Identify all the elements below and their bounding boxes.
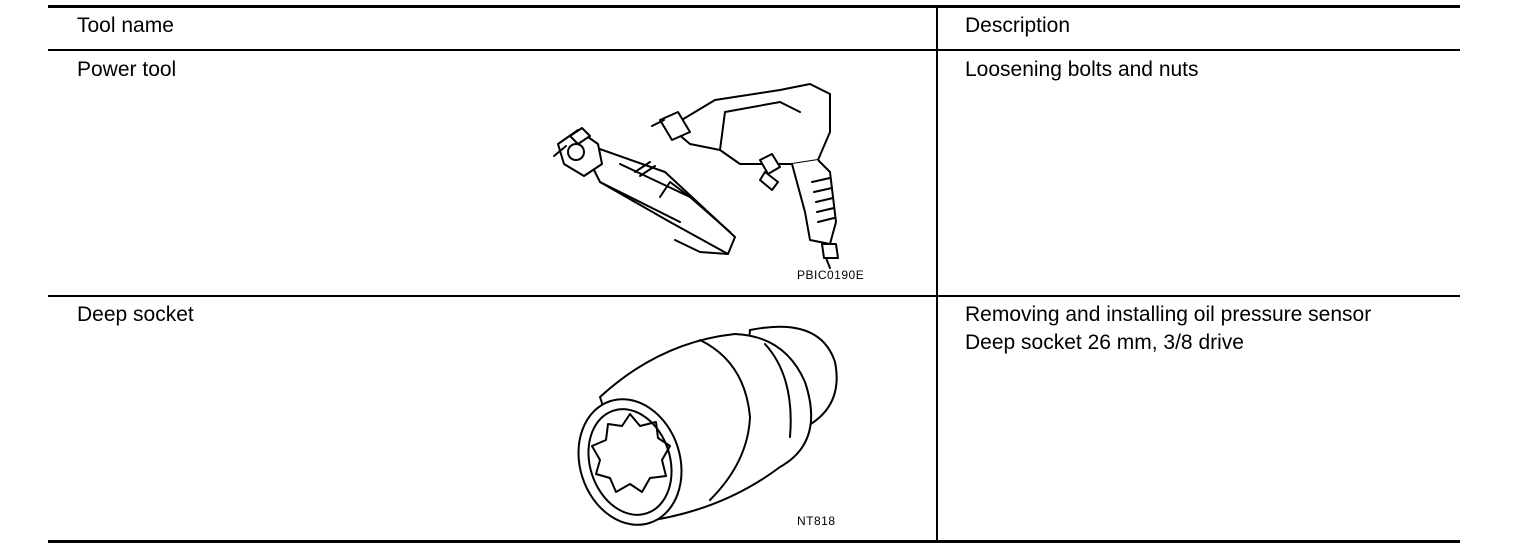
- row-2-description-line-1: Removing and installing oil pressure sen…: [965, 303, 1372, 326]
- row-1-image-code: PBIC0190E: [797, 268, 865, 282]
- deep-socket-drawing: [577, 325, 838, 526]
- deep-socket-illustration: [577, 325, 838, 526]
- air-ratchet-drawing: [553, 127, 736, 255]
- row-1-tool-name: Power tool: [77, 58, 177, 81]
- impact-wrench-drawing: [651, 83, 839, 269]
- column-divider: [936, 6, 938, 541]
- row-2-description-line-2: Deep socket 26 mm, 3/8 drive: [965, 331, 1244, 354]
- table-top-rule: [48, 5, 1460, 8]
- row-divider: [48, 295, 1460, 297]
- row-2-tool-name: Deep socket: [77, 303, 194, 326]
- table-bottom-rule: [48, 540, 1460, 543]
- row-2-image-code: NT818: [797, 514, 836, 528]
- power-tool-illustration: [553, 83, 839, 269]
- header-tool-name: Tool name: [77, 14, 174, 37]
- header-bottom-rule: [48, 49, 1460, 51]
- header-description: Description: [965, 14, 1071, 37]
- row-1-description: Loosening bolts and nuts: [965, 58, 1199, 81]
